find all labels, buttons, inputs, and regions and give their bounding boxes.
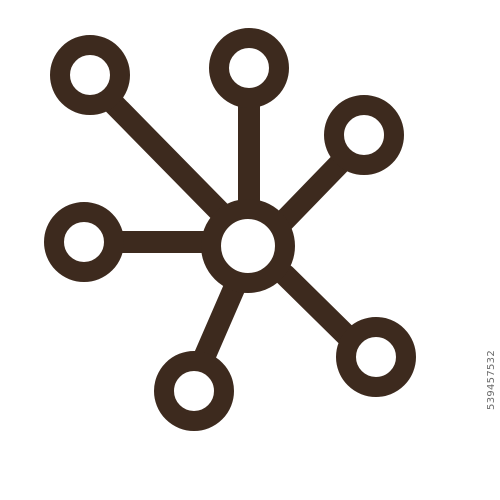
node-bottom-left	[154, 351, 234, 431]
node-top	[209, 28, 289, 108]
stock-id-label: 539457532	[486, 350, 497, 410]
connector-lines	[102, 92, 361, 371]
node-center	[201, 199, 295, 293]
connector-bottom-left	[192, 273, 247, 371]
nodes	[44, 28, 416, 431]
connector-top-left	[102, 92, 234, 226]
connector-bottom-right	[274, 264, 361, 350]
node-top-left	[50, 35, 130, 115]
connector-top-right	[269, 149, 354, 236]
node-top-right	[324, 95, 404, 175]
node-bottom-right	[336, 317, 416, 397]
node-left	[44, 202, 124, 282]
